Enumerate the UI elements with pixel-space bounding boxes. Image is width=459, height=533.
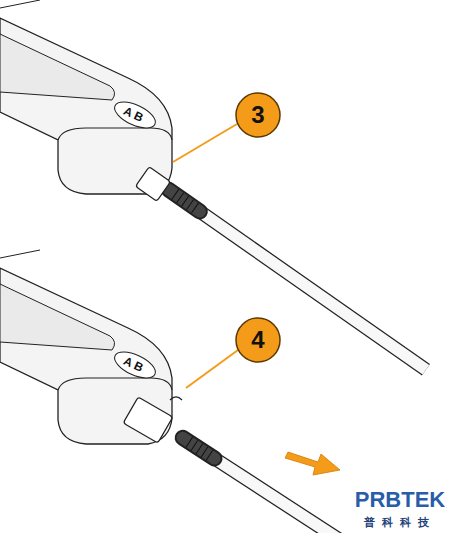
callout-number: 4 xyxy=(251,328,264,352)
watermark: 普科科技 xyxy=(364,517,436,528)
callout-number: 3 xyxy=(251,103,264,127)
watermark: PRBTEK xyxy=(355,489,445,511)
